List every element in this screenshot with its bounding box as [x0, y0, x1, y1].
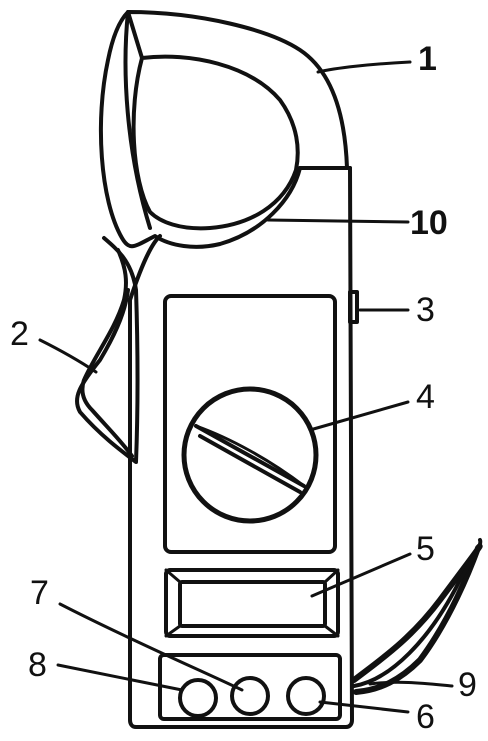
leader-1 [316, 60, 412, 74]
label-8: 8 [28, 646, 47, 684]
side-button [348, 290, 359, 324]
leader-8 [56, 663, 184, 692]
label-2: 2 [10, 315, 29, 353]
label-6: 6 [416, 698, 435, 736]
jack-8 [178, 678, 218, 718]
leader-6 [318, 700, 410, 714]
label-4: 4 [416, 378, 435, 416]
label-3: 3 [416, 291, 435, 329]
clamp-jaw [98, 10, 352, 249]
leader-2 [38, 338, 98, 374]
jack-7 [230, 676, 270, 716]
leader-10 [266, 218, 410, 224]
leader-9 [368, 680, 454, 688]
jack-6 [286, 676, 326, 716]
leader-5 [310, 552, 412, 598]
label-5: 5 [416, 530, 435, 568]
leader-7 [58, 602, 244, 692]
label-10: 10 [410, 204, 448, 242]
label-9: 9 [458, 666, 477, 704]
display-window [164, 568, 340, 638]
leader-4 [308, 400, 410, 432]
rotary-switch [181, 386, 319, 524]
label-1: 1 [418, 40, 437, 78]
label-7: 7 [30, 574, 49, 612]
callout-labels: 1 2 3 4 5 6 7 8 9 10 [10, 40, 477, 736]
leader-lines [38, 60, 454, 714]
wrist-strap [351, 538, 483, 695]
